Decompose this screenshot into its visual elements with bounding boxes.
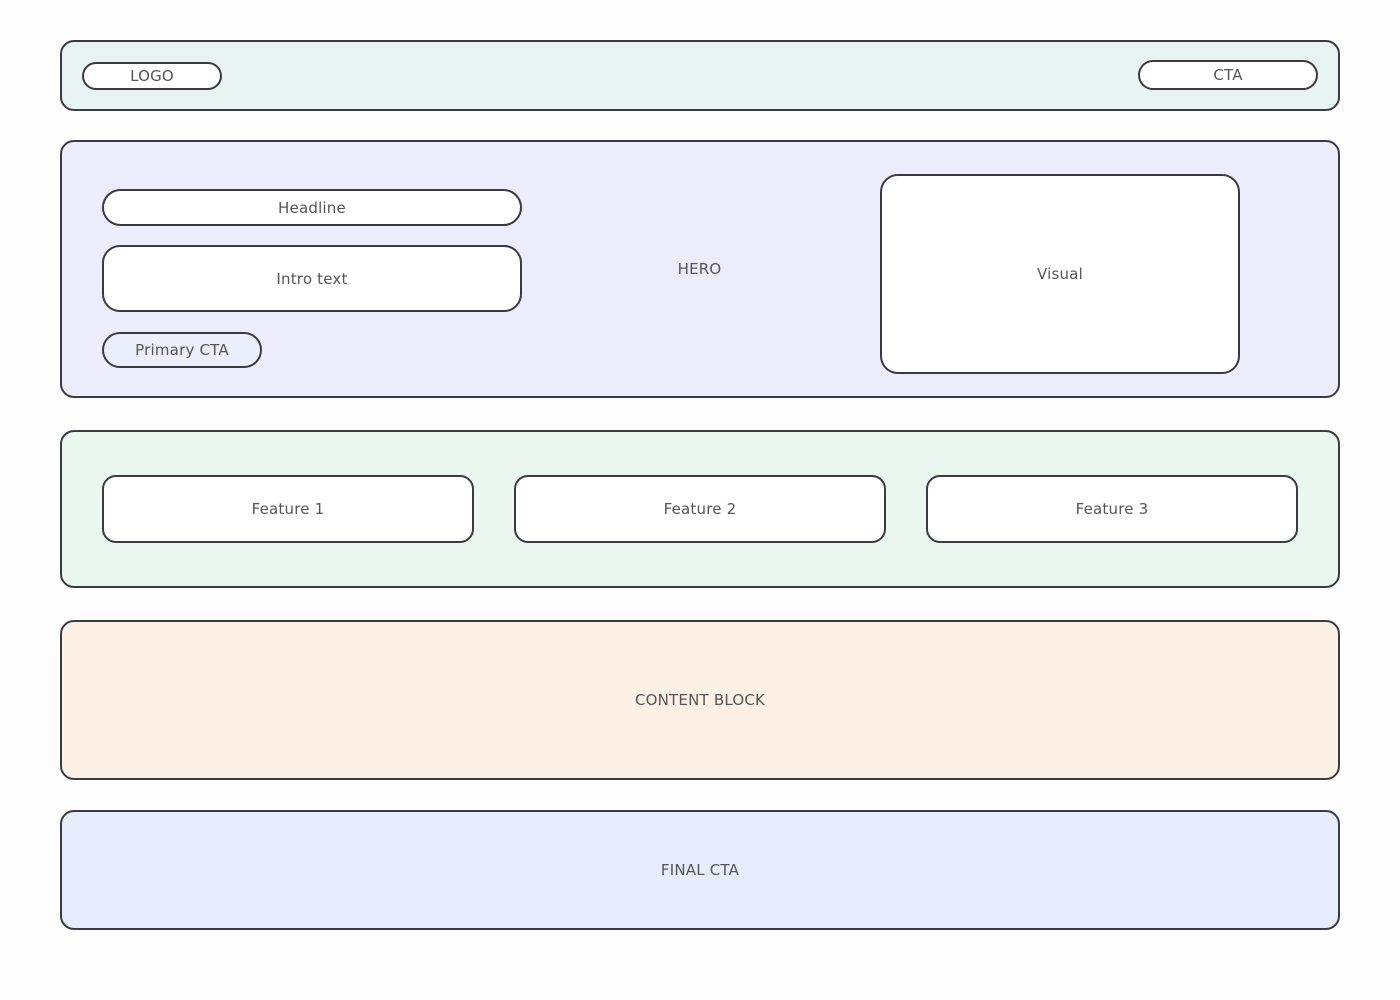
features-section: Feature 1 Feature 2 Feature 3	[60, 430, 1340, 588]
logo-label: LOGO	[130, 67, 174, 85]
hero-visual-label: Visual	[1037, 265, 1083, 283]
final-cta-label: FINAL CTA	[660, 861, 740, 879]
feature-card-1[interactable]: Feature 1	[102, 475, 474, 543]
header-cta-label: CTA	[1213, 66, 1243, 84]
hero-headline-placeholder: Headline	[102, 189, 522, 226]
feature-card-2-label: Feature 2	[663, 500, 737, 518]
logo-placeholder[interactable]: LOGO	[82, 62, 222, 90]
content-block-section: CONTENT BLOCK	[60, 620, 1340, 780]
hero-intro-label: Intro text	[276, 269, 348, 288]
hero-primary-cta-label: Primary CTA	[135, 341, 229, 359]
final-cta-section[interactable]: FINAL CTA	[60, 810, 1340, 930]
hero-section-label: HERO	[677, 259, 722, 278]
hero-intro-text-placeholder: Intro text	[102, 245, 522, 312]
hero-primary-cta-button[interactable]: Primary CTA	[102, 332, 262, 368]
hero-section: HERO Headline Intro text Primary CTA Vis…	[60, 140, 1340, 398]
header-cta-button[interactable]: CTA	[1138, 60, 1318, 90]
hero-visual-placeholder: Visual	[880, 174, 1240, 374]
header-section: LOGO CTA	[60, 40, 1340, 111]
content-block-label: CONTENT BLOCK	[634, 691, 766, 709]
feature-card-3-label: Feature 3	[1075, 500, 1149, 518]
hero-headline-label: Headline	[278, 198, 346, 217]
feature-card-1-label: Feature 1	[251, 500, 325, 518]
feature-card-3[interactable]: Feature 3	[926, 475, 1298, 543]
feature-card-2[interactable]: Feature 2	[514, 475, 886, 543]
